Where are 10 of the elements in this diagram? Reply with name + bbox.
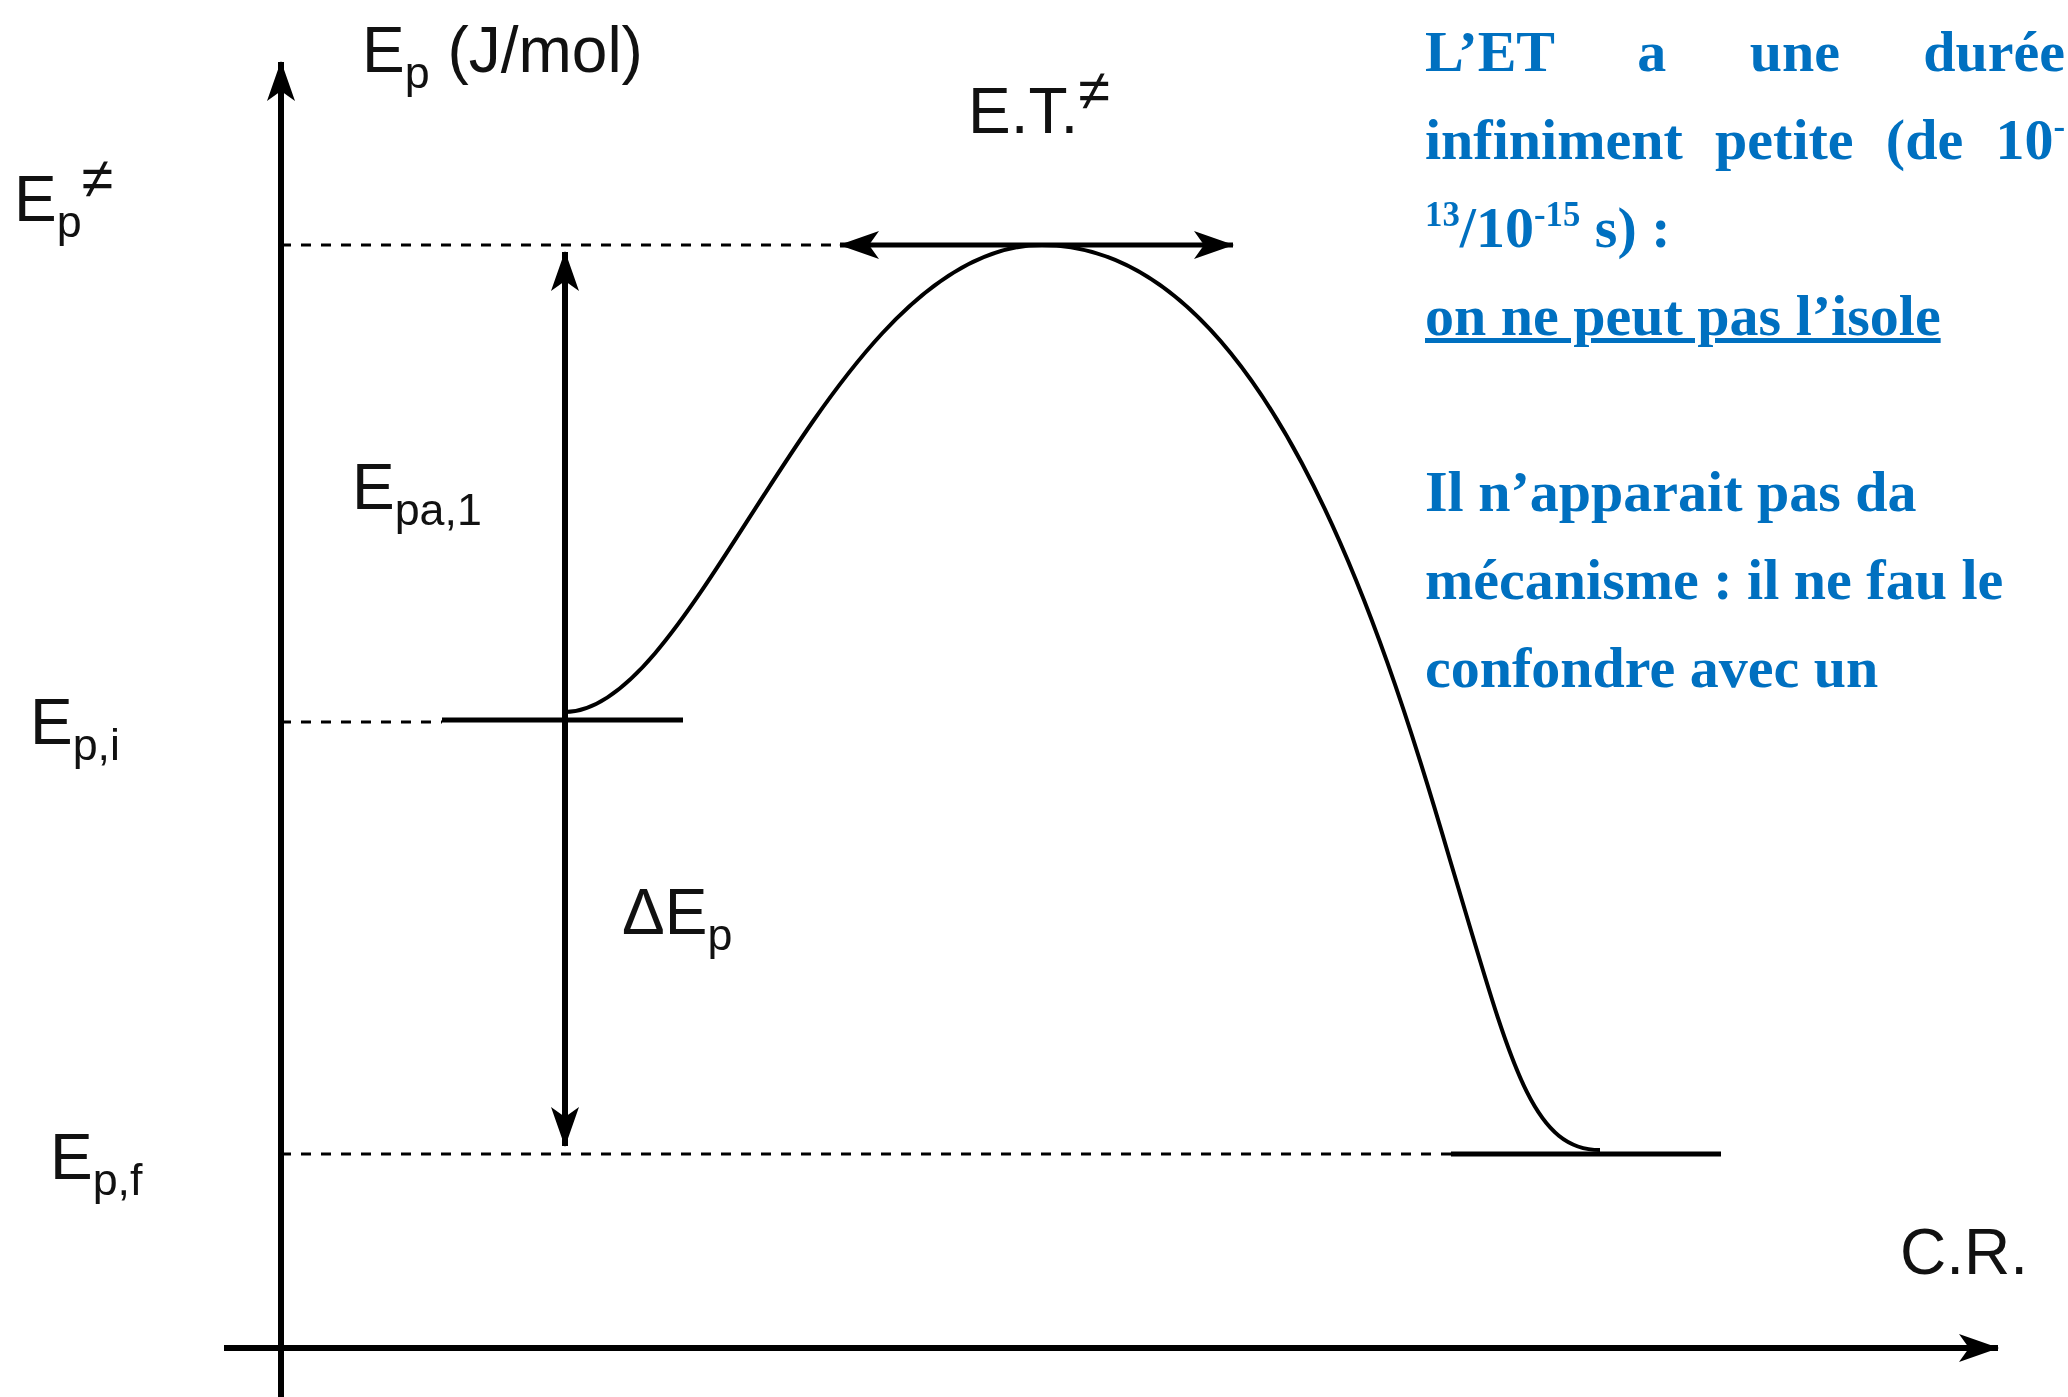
- note-text: on ne peut pas l’isole: [1425, 282, 1941, 350]
- level-label: E$_{p,i}$: [30, 690, 120, 767]
- axis-label: E$_{p}$ (J/mol): [362, 18, 643, 95]
- level-label: E$_{p,f}$: [50, 1125, 143, 1202]
- energy-label: E$_{pa,1}$: [352, 455, 482, 532]
- note-text: L’ET a une durée infiniment petite (de 10$^{-}$$^{13}$/10$^{-15}$ s) :: [1425, 18, 2065, 262]
- axis-label: C.R.: [1900, 1220, 2028, 1284]
- note-text: Il n’apparait pas da mécanisme : il ne fau le confondre avec un: [1425, 458, 2005, 702]
- energy-label: ΔE$_{p}$: [622, 880, 733, 957]
- level-label: E.T.$^{≠}$: [968, 62, 1110, 144]
